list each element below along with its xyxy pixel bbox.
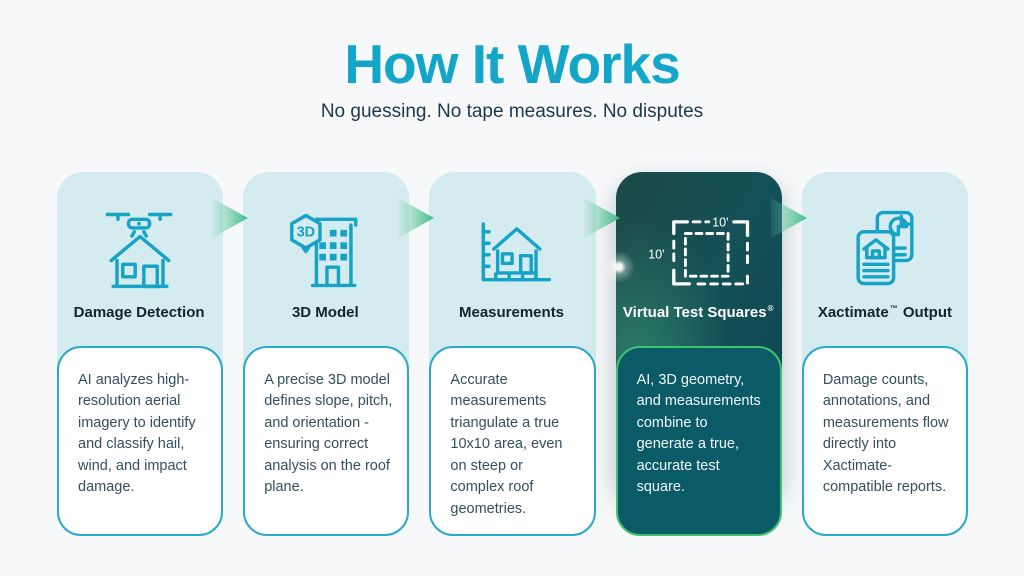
test-square-icon: 10' 10' bbox=[648, 216, 749, 286]
page-title: How It Works bbox=[344, 33, 680, 95]
step-description-card: A precise 3D model defines slope, pitch,… bbox=[243, 346, 410, 536]
test-square-left-label: 10' bbox=[648, 248, 664, 262]
step-title: 3D Model bbox=[291, 304, 359, 321]
step-description: A precise 3D model defines slope, pitch,… bbox=[264, 372, 393, 496]
page-subtitle: No guessing. No tape measures. No disput… bbox=[320, 100, 704, 122]
step-description-card: Damage counts, annotations, and measurem… bbox=[801, 346, 969, 536]
steps-row: Damage Detection AI analyzes high-resolu… bbox=[57, 172, 969, 536]
step-virtual-test-squares: 10' 10' Virtual Test Squares® AI, 3D geo… bbox=[601, 172, 782, 536]
step-3d-model: 3D 3D Model A precise 3D model defines s… bbox=[243, 172, 410, 536]
step-damage-detection: Damage Detection AI analyzes high-resolu… bbox=[57, 172, 224, 536]
step-icon-wrap bbox=[802, 200, 968, 298]
sparkle-glint bbox=[601, 250, 636, 284]
svg-text:3D: 3D bbox=[297, 225, 315, 241]
step-xactimate-output: Xactimate™ Output Damage counts, annotat… bbox=[801, 172, 969, 536]
step-description: Accurate measurements triangulate a true… bbox=[450, 372, 563, 517]
flow-arrow-icon bbox=[584, 198, 620, 238]
step-title: Virtual Test Squares® bbox=[622, 304, 774, 321]
step-icon-wrap: 3D bbox=[243, 200, 409, 298]
step-title: Damage Detection bbox=[73, 304, 205, 321]
documents-icon bbox=[856, 210, 914, 286]
step-description: AI, 3D geometry, and measurements combin… bbox=[636, 372, 761, 496]
step-icon-wrap bbox=[429, 200, 595, 298]
step-icon-wrap bbox=[57, 200, 223, 298]
step-description-card: AI analyzes high-resolution aerial image… bbox=[57, 346, 224, 536]
measurement-chart-icon bbox=[481, 222, 551, 282]
step-description: AI analyzes high-resolution aerial image… bbox=[78, 372, 196, 496]
step-description: Damage counts, annotations, and measurem… bbox=[822, 372, 949, 496]
step-description-card: AI, 3D geometry, and measurements combin… bbox=[615, 346, 782, 536]
step-measurements: Measurements Accurate measurements trian… bbox=[429, 172, 596, 536]
drone-house-icon bbox=[105, 212, 173, 289]
test-square-top-label: 10' bbox=[712, 216, 728, 230]
step-description-card: Accurate measurements triangulate a true… bbox=[429, 346, 596, 536]
step-title: Xactimate™ Output bbox=[817, 304, 953, 321]
step-icon-wrap: 10' 10' bbox=[616, 200, 782, 298]
step-title: Measurements bbox=[458, 304, 565, 321]
header: How It Works No guessing. No tape measur… bbox=[0, 0, 1024, 123]
3d-building-icon: 3D bbox=[290, 213, 358, 288]
